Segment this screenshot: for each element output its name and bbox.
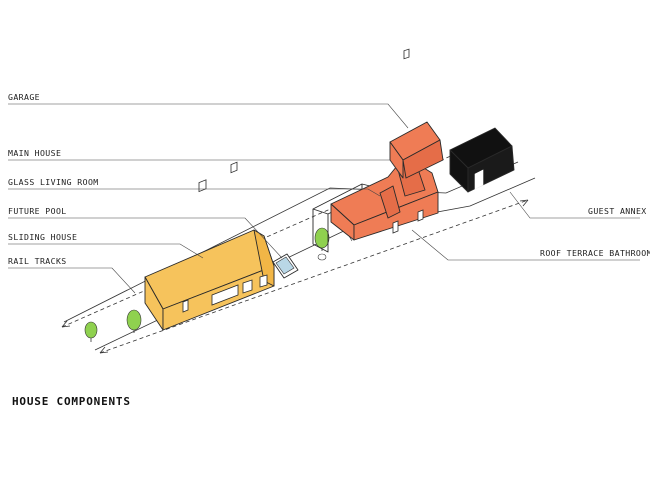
label-rail-tracks: RAIL TRACKS — [8, 256, 67, 266]
leader-lines — [8, 103, 640, 294]
diagram-title: HOUSE COMPONENTS — [12, 395, 131, 408]
label-guest-annex: GUEST ANNEX — [588, 206, 647, 216]
tree-icon — [314, 227, 330, 251]
label-roof-terrace-bathroom: ROOF TERRACE BATHROOM — [540, 248, 650, 258]
label-sliding-house: SLIDING HOUSE — [8, 232, 77, 242]
tree-icon — [84, 321, 98, 342]
tree-icon — [126, 309, 142, 333]
label-future-pool: FUTURE POOL — [8, 206, 67, 216]
future-pool — [272, 253, 299, 279]
label-garage: GARAGE — [8, 92, 40, 102]
label-glass-living-room: GLASS LIVING ROOM — [8, 177, 99, 187]
guest-annex — [449, 127, 515, 193]
sliding-house — [144, 161, 275, 331]
label-main-house: MAIN HOUSE — [8, 148, 61, 158]
garage — [389, 121, 444, 179]
